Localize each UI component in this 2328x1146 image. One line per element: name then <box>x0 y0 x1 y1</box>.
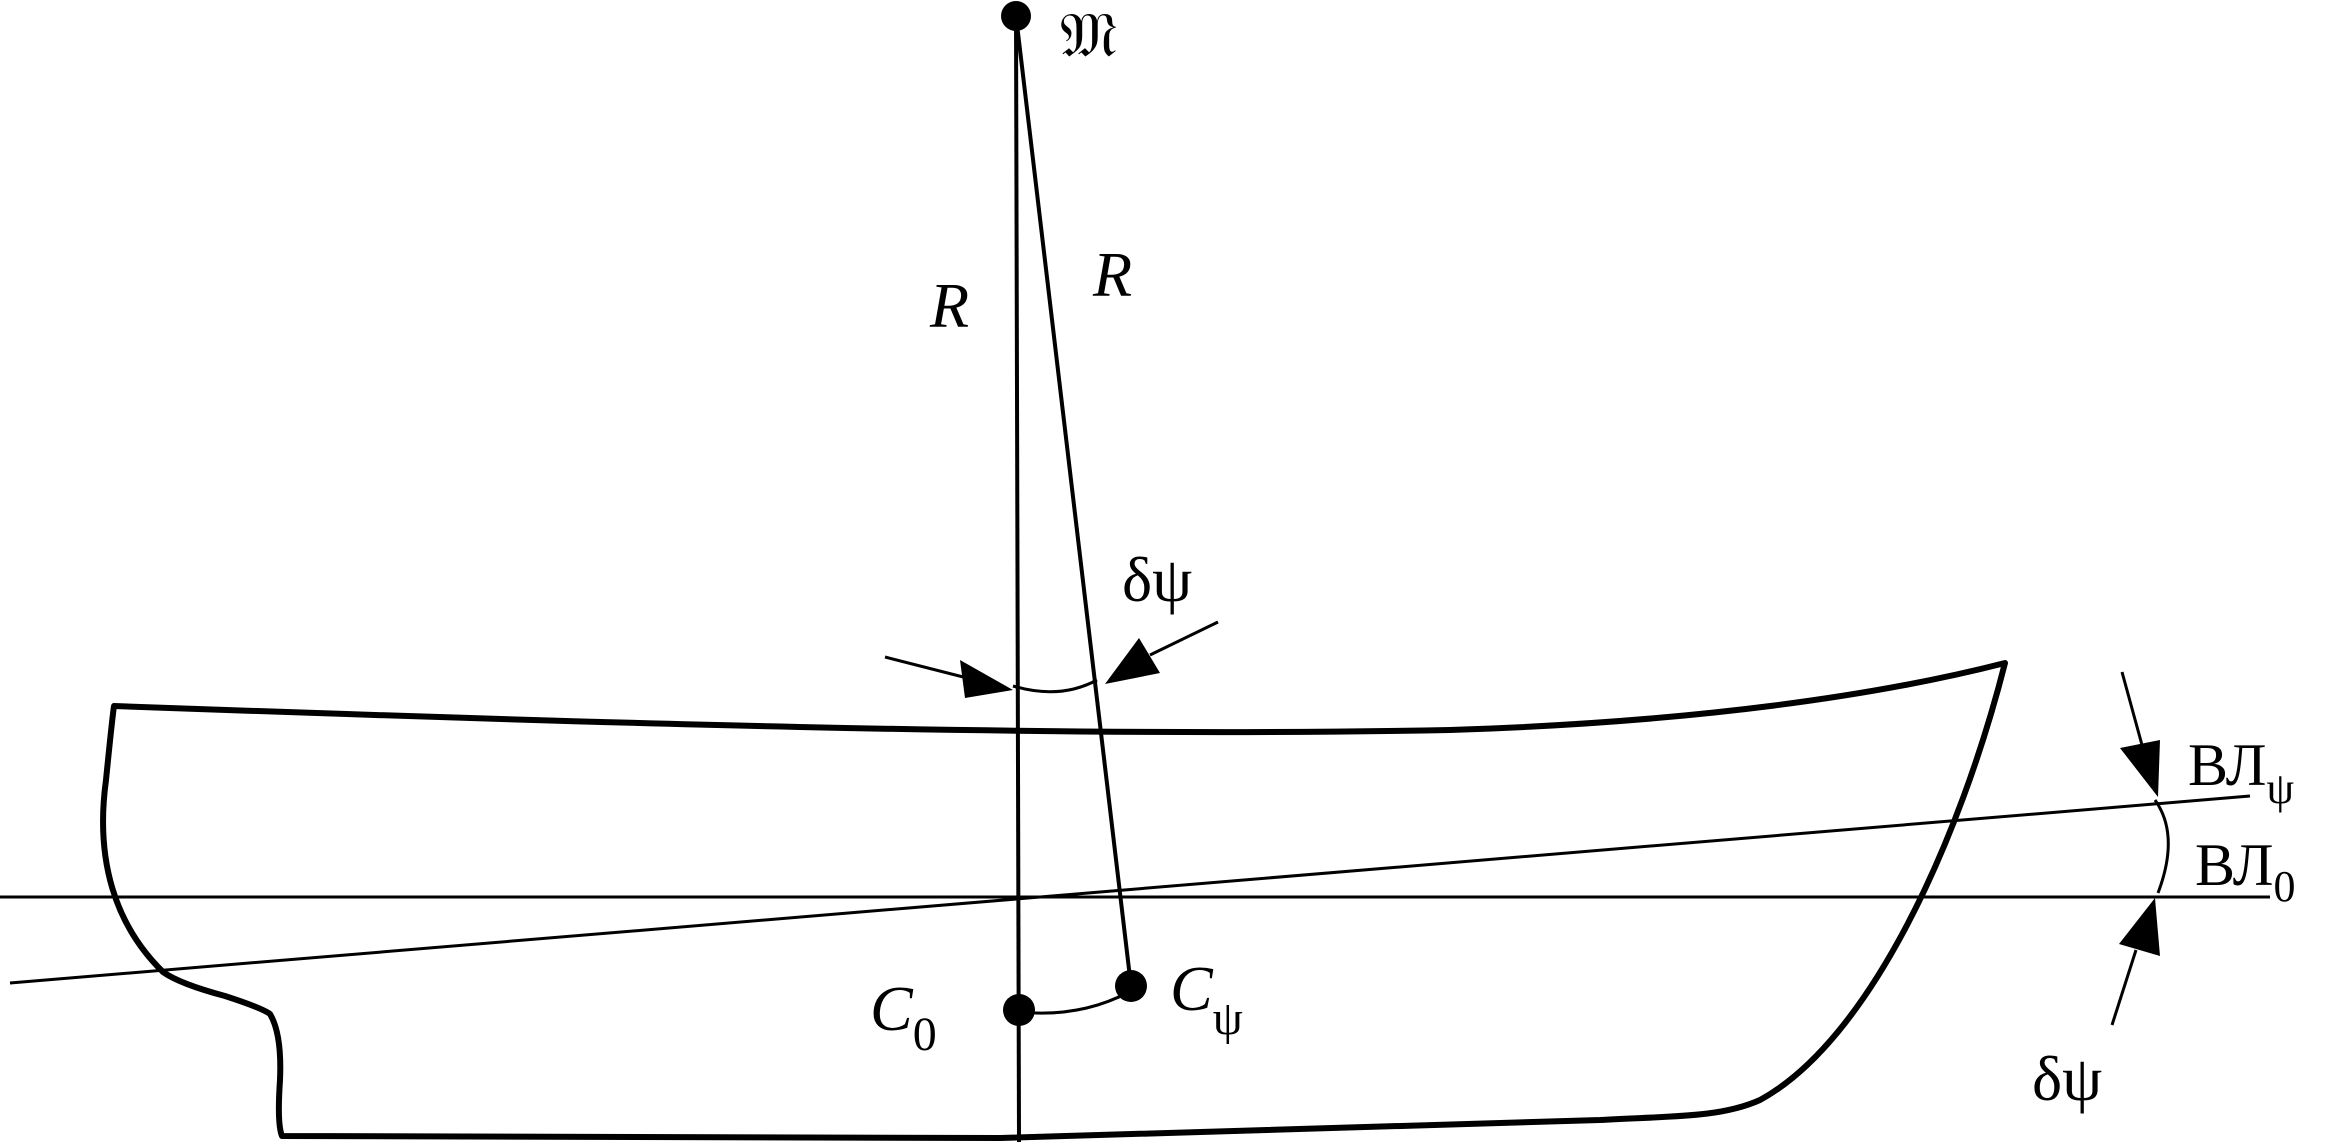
center-inclined-point <box>1115 970 1147 1002</box>
angle-right-psi: ψ <box>2062 1043 2102 1114</box>
metacenter-point <box>1001 1 1031 31</box>
waterline-initial-main: ВЛ <box>2195 832 2273 898</box>
metacenter-label: 𝔐 <box>1060 2 1117 70</box>
angle-right-delta: δ <box>2032 1043 2062 1114</box>
center-inclined-label: Cψ <box>1170 953 1243 1045</box>
angle-top-psi: ψ <box>1152 544 1192 615</box>
center-initial-label: C0 <box>870 973 937 1061</box>
waterline-initial-label: ВЛ0 <box>2195 832 2295 911</box>
waterline-inclined-main: ВЛ <box>2188 732 2266 798</box>
angle-top-delta: δ <box>1122 544 1152 615</box>
center-inclined-letter: C <box>1170 953 1214 1024</box>
angle-arc-top <box>1012 678 1098 694</box>
arrow-left-head <box>960 660 1013 698</box>
radius-inclined-line <box>1014 15 1133 987</box>
waterline-initial-sub: 0 <box>2273 862 2295 911</box>
hull-outline <box>100 660 2008 1141</box>
angle-right-label: δψ <box>2032 1043 2102 1114</box>
center-initial-point <box>1003 994 1035 1026</box>
radius-vertical-line <box>1014 15 1021 1143</box>
center-initial-sub: 0 <box>913 1008 937 1061</box>
arrow-right-upper-shaft <box>2120 671 2144 746</box>
arrow-right-head <box>1105 638 1160 684</box>
angle-arc-right <box>2153 799 2170 894</box>
waterline-inclined-label: ВЛψ <box>2188 732 2294 813</box>
arrow-right-upper-head <box>2120 740 2160 797</box>
arrow-right-lower-head <box>2119 898 2160 956</box>
arrow-left-shaft <box>884 655 976 682</box>
arrow-right-shaft <box>1149 620 1219 657</box>
center-initial-letter: C <box>870 973 914 1044</box>
waterline-inclined <box>9 794 2251 985</box>
angle-top-label: δψ <box>1122 544 1192 615</box>
center-shift-arc <box>1018 990 1130 1015</box>
radius-inclined-label: R <box>1092 239 1132 310</box>
arrow-right-lower-shaft <box>2110 949 2138 1026</box>
waterline-inclined-sub: ψ <box>2266 764 2294 813</box>
radius-vertical-label: R <box>929 270 969 341</box>
center-inclined-sub: ψ <box>1213 992 1243 1045</box>
